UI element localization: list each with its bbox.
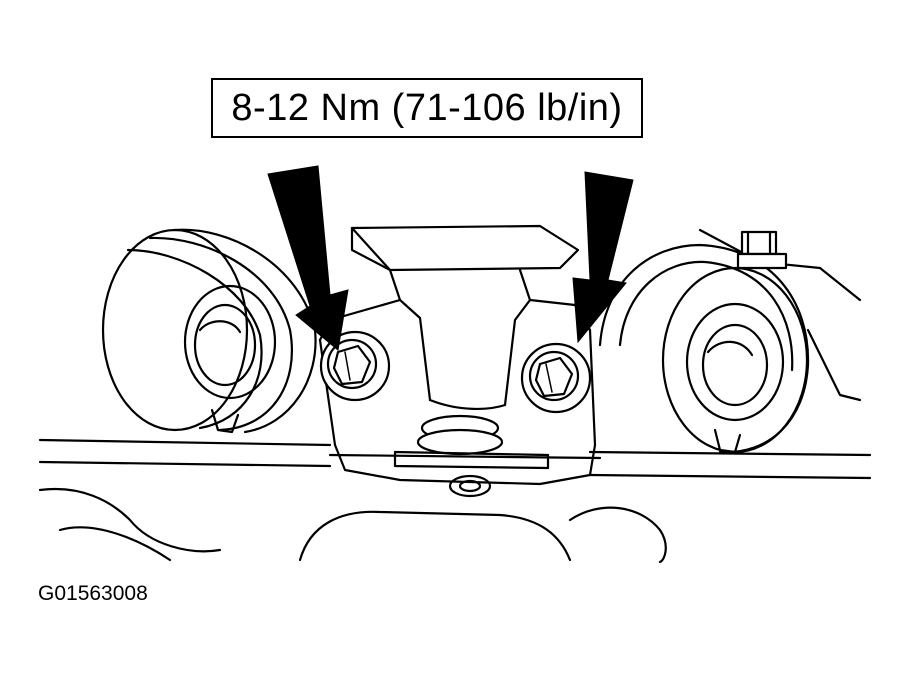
upper-right-bolt [736, 230, 788, 270]
torque-specification-text: 8-12 Nm (71-106 lb/in) [231, 86, 623, 129]
lower-rail [38, 438, 872, 564]
left-pointer-arrow [267, 165, 349, 351]
center-bracket [318, 224, 597, 498]
torque-specification-callout: 8-12 Nm (71-106 lb/in) [211, 78, 643, 138]
right-camshaft-sprocket [598, 228, 862, 454]
left-camshaft-sprocket [101, 228, 317, 434]
right-mounting-bolt [520, 342, 592, 414]
figure-id-label: G01563008 [38, 582, 148, 605]
right-pointer-arrow [572, 171, 634, 344]
